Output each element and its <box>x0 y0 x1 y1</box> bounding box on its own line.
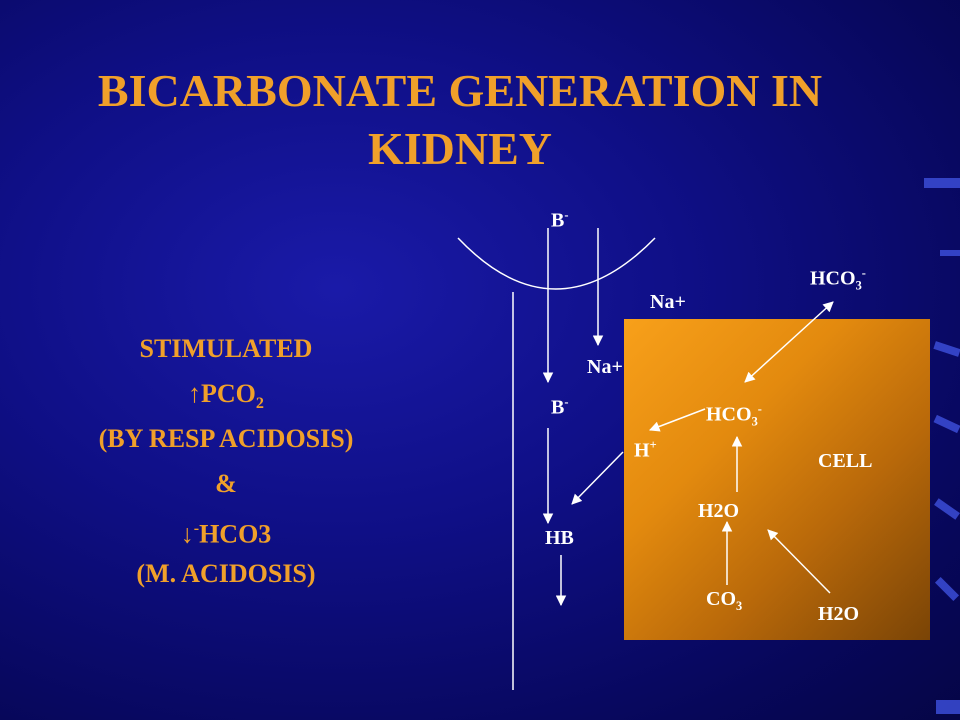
slide-title: BICARBONATE GENERATION IN KIDNEY <box>40 62 880 178</box>
hco3-to-h-arrow <box>649 408 706 432</box>
metabolic-acidosis-label: (M. ACIDOSIS) <box>136 559 316 588</box>
h-to-hb-arrow <box>571 451 624 505</box>
label-b-top: B- <box>551 208 569 232</box>
label-co3: CO3 <box>706 588 743 613</box>
label-hco3-out: HCO3- <box>810 266 866 293</box>
h2o-bottom-arrow <box>767 529 831 594</box>
label-hco3-in: HCO3- <box>706 402 762 429</box>
ampersand: & <box>215 469 237 498</box>
resp-acidosis-label: (BY RESP ACIDOSIS) <box>98 424 354 453</box>
down-arrow-icon: ↓ <box>180 519 194 549</box>
edge-decoration <box>940 250 960 256</box>
stimulus-text: STIMULATED ↑PCO2 (BY RESP ACIDOSIS) & ↓-… <box>40 326 412 596</box>
edge-decoration <box>936 700 960 714</box>
label-h-plus: H+ <box>634 438 657 462</box>
label-na-inner: Na+ <box>587 356 623 378</box>
edge-decoration <box>924 178 960 188</box>
hco3-exit-arrow <box>744 301 834 383</box>
up-arrow-icon: ↑ <box>188 379 202 408</box>
slide-title-line1: BICARBONATE GENERATION IN <box>97 65 823 116</box>
tubule-lumen-curve <box>457 237 656 290</box>
slide-title-line2: KIDNEY <box>367 123 553 174</box>
label-na-outer: Na+ <box>650 291 686 313</box>
stimulated-label: STIMULATED <box>139 334 313 363</box>
label-hb: HB <box>545 527 574 549</box>
label-b-mid: B- <box>551 395 569 419</box>
label-h2o-bottom: H2O <box>818 603 860 625</box>
hco3-decrease: ↓-HCO3 <box>180 519 272 549</box>
pco2-increase: ↑PCO2 <box>188 379 264 413</box>
label-cell: CELL <box>818 450 873 472</box>
label-h2o-mid: H2O <box>698 500 740 522</box>
